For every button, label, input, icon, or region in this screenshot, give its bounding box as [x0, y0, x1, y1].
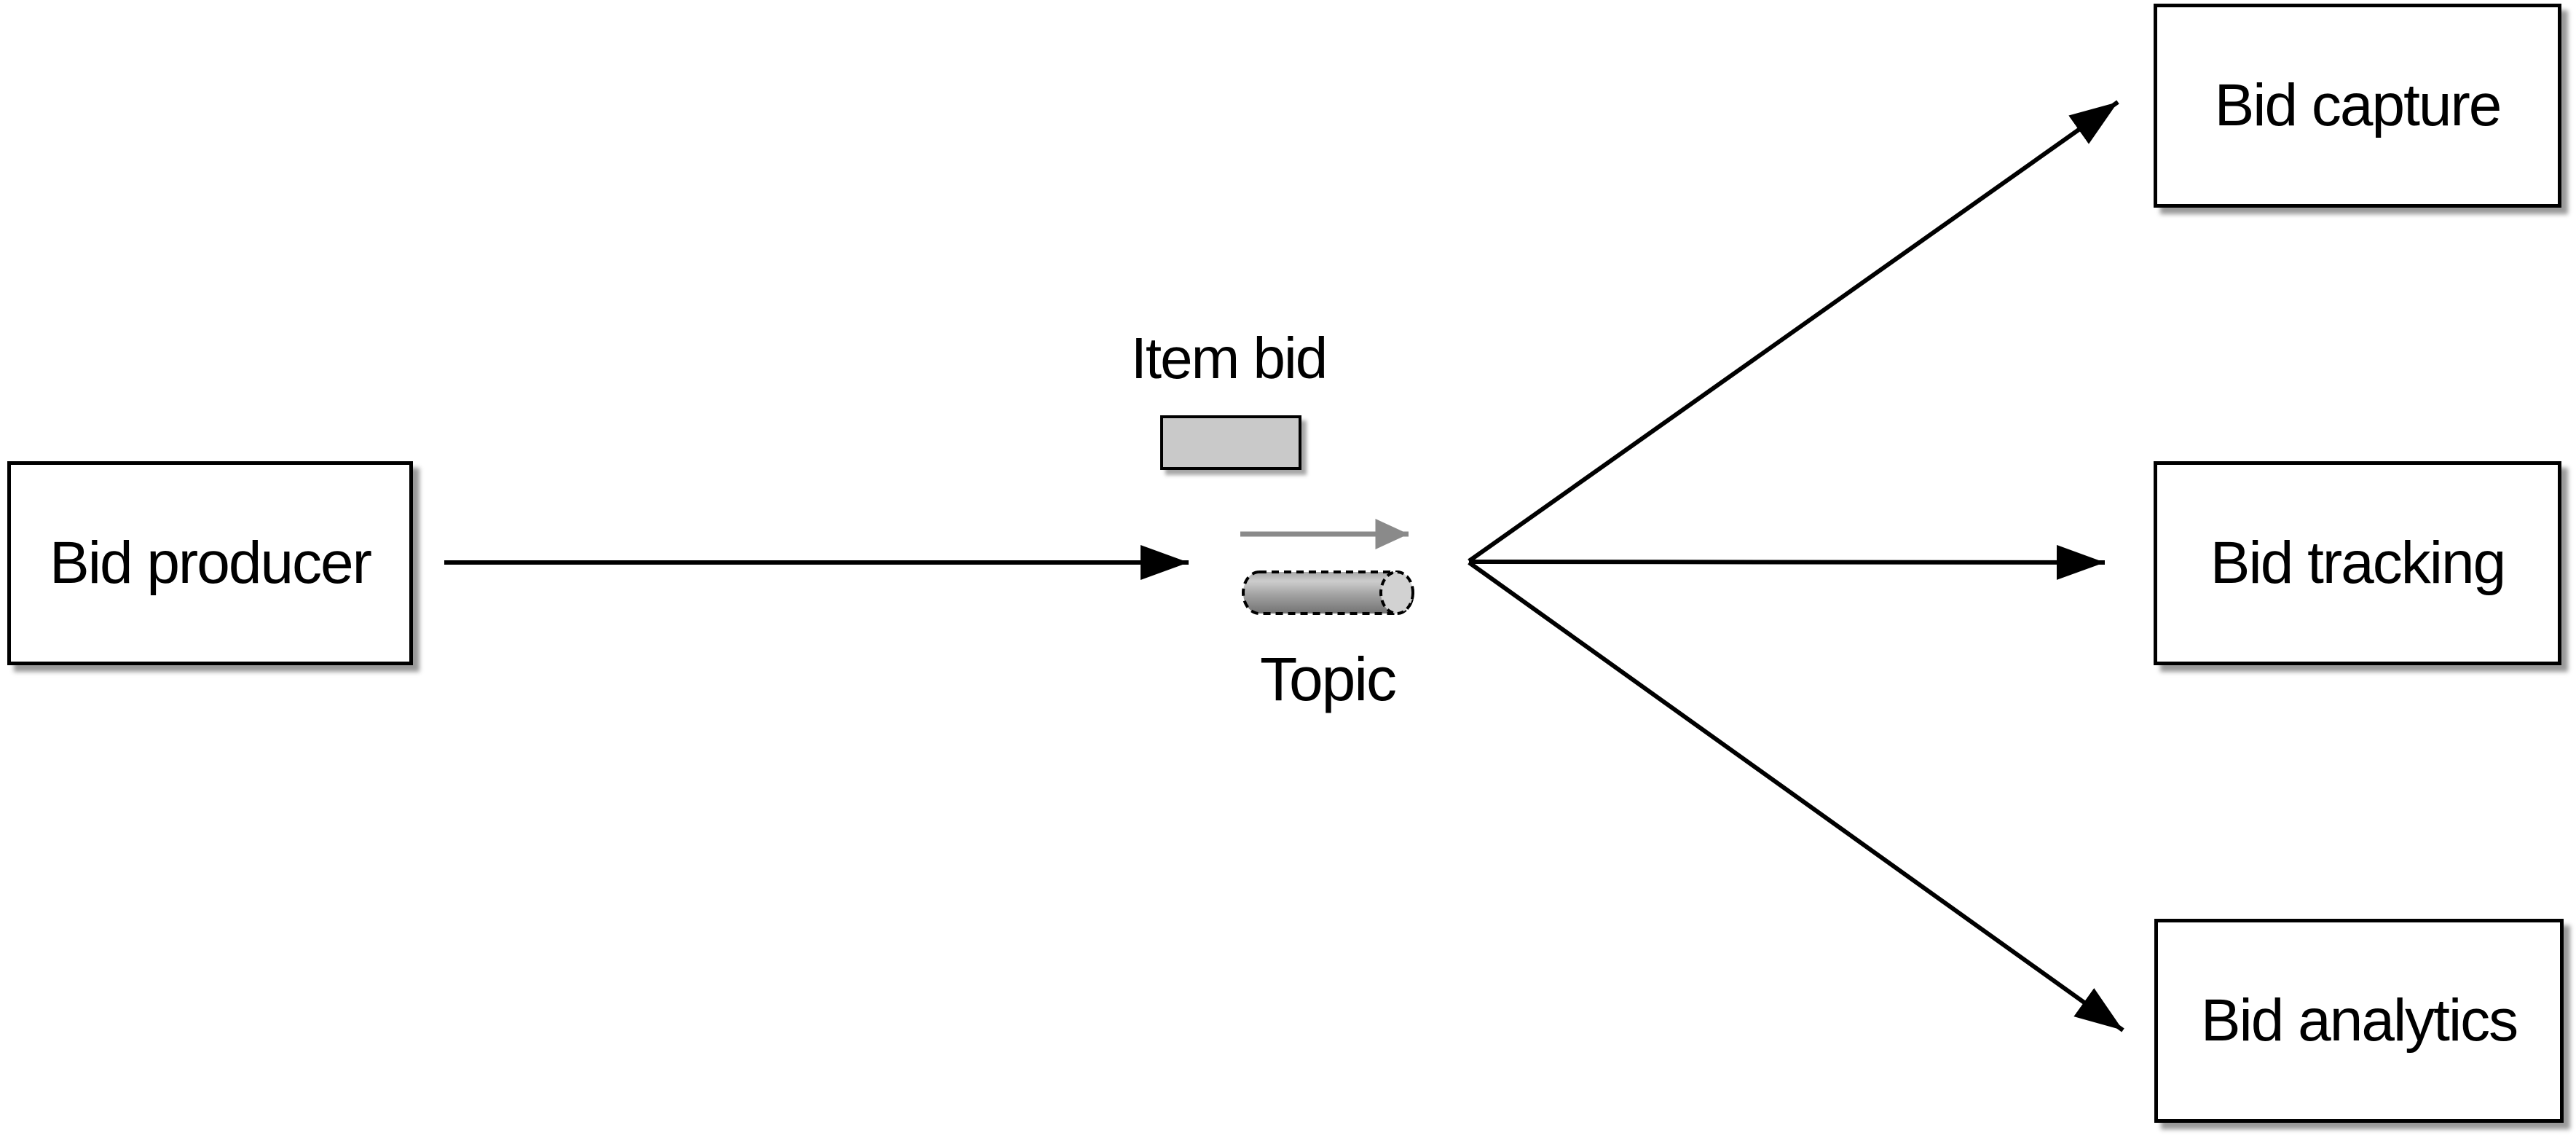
item-bid-label: Item bid: [1130, 326, 1328, 391]
bid-analytics-box: Bid analytics: [2154, 919, 2564, 1123]
bid-tracking-label: Bid tracking: [2210, 530, 2506, 596]
topic-to-bid-capture-arrow: [1468, 100, 2119, 563]
topic-cylinder-icon: [1242, 570, 1414, 615]
bid-capture-label: Bid capture: [2214, 72, 2502, 138]
bid-capture-box: Bid capture: [2154, 4, 2561, 208]
topic-to-bid-analytics-arrow: [1468, 560, 2124, 1032]
item-bid-message-rect: [1160, 415, 1301, 470]
bid-producer-box: Bid producer: [7, 461, 413, 665]
bid-producer-label: Bid producer: [50, 530, 372, 596]
bid-analytics-label: Bid analytics: [2200, 987, 2518, 1054]
bid-tracking-box: Bid tracking: [2154, 461, 2561, 665]
topic-label: Topic: [1259, 645, 1397, 713]
